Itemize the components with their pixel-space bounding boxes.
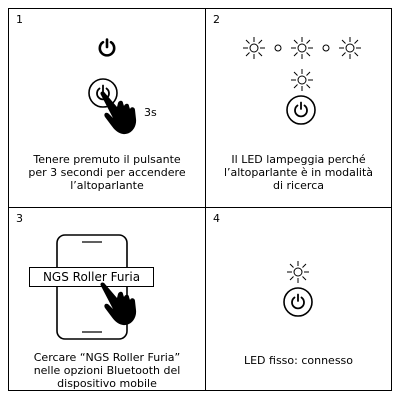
step-1-panel: 1 3s Tenere premuto il pulsante per 3 se… [9, 9, 206, 208]
led-light-icon [291, 69, 313, 91]
caption-line: dispositivo mobile [57, 377, 157, 390]
led-light-icon [243, 37, 265, 59]
step-1-caption: Tenere premuto il pulsante per 3 secondi… [13, 153, 201, 192]
step-2-caption: Il LED lampeggia perché l’altoparlante è… [210, 153, 387, 192]
power-button-icon [283, 287, 313, 317]
caption-line: Cercare “NGS Roller Furia” [33, 351, 181, 364]
step-2-panel: 2 [206, 9, 391, 208]
instruction-grid: 1 3s Tenere premuto il pulsante per 3 se… [8, 8, 392, 391]
hand-pointer-icon [100, 282, 137, 326]
step-2-number: 2 [213, 13, 220, 26]
duration-label: 3s [144, 106, 157, 119]
led-light-icon [339, 37, 361, 59]
power-button-icon [286, 95, 316, 125]
caption-line: Il LED lampeggia perché [231, 153, 366, 166]
step-4-panel: 4 LED fisso: connesso [206, 208, 391, 390]
caption-line: di ricerca [273, 179, 324, 192]
caption-line: nelle opzioni Bluetooth del [33, 364, 181, 377]
step-4-caption: LED fisso: connesso [210, 354, 387, 367]
led-light-icon [287, 261, 309, 283]
step-3-caption: Cercare “NGS Roller Furia” nelle opzioni… [13, 351, 201, 390]
led-off-dot-icon [322, 44, 330, 52]
power-icon [98, 38, 116, 57]
step-4-number: 4 [213, 212, 220, 225]
caption-line: LED fisso: connesso [243, 354, 354, 367]
caption-line: Tenere premuto il pulsante [33, 153, 181, 166]
led-off-dot-icon [274, 44, 282, 52]
caption-line: l’altoparlante è in modalità [223, 166, 374, 179]
blinking-led-sequence [243, 37, 361, 59]
caption-line: l’altoparlante [70, 179, 144, 192]
step-3-panel: 3 NGS Roller Furia Cercare “NGS Roller F… [9, 208, 206, 390]
bluetooth-device-list-item: NGS Roller Furia [29, 267, 154, 287]
led-light-icon [291, 37, 313, 59]
step-1-number: 1 [16, 13, 23, 26]
step-3-number: 3 [16, 212, 23, 225]
hand-pointer-icon [100, 91, 137, 135]
caption-line: per 3 secondi per accendere [28, 166, 186, 179]
